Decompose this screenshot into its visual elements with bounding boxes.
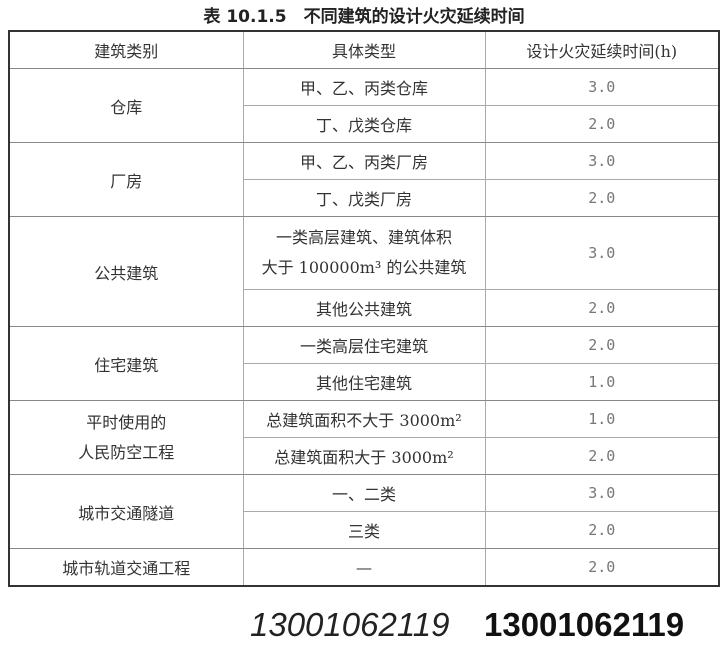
- duration-cell: 2.0: [484, 289, 720, 327]
- category-cell: 平时使用的 人民防空工程: [8, 400, 244, 475]
- table-row: 其他公共建筑 2.0: [9, 289, 720, 327]
- duration-cell: 2.0: [484, 511, 720, 549]
- type-cell: 丁、戊类仓库: [242, 105, 486, 143]
- duration-cell: 3.0: [484, 216, 720, 290]
- type-cell: 一、二类: [242, 474, 486, 512]
- type-cell: —: [242, 548, 486, 587]
- watermark-number: 13001062119: [484, 606, 685, 643]
- table-header-row: 建筑类别 具体类型 设计火灾延续时间(h): [8, 30, 720, 69]
- fire-duration-table: 建筑类别 具体类型 设计火灾延续时间(h) 仓库 甲、乙、丙类仓库 3.0 丁、…: [8, 30, 720, 587]
- header-type: 具体类型: [242, 30, 486, 69]
- watermark-number: 13001062119: [250, 606, 450, 643]
- type-cell: 甲、乙、丙类仓库: [242, 68, 486, 106]
- table-title: 表 10.1.5 不同建筑的设计火灾延续时间: [203, 7, 525, 27]
- type-cell: 一类高层住宅建筑: [242, 326, 486, 364]
- type-line: 一类高层建筑、建筑体积: [275, 228, 452, 247]
- header-category: 建筑类别: [8, 30, 244, 69]
- duration-cell: 2.0: [484, 437, 720, 475]
- duration-cell: 3.0: [484, 142, 720, 180]
- category-cell: 城市轨道交通工程: [8, 548, 244, 587]
- table-row: 住宅建筑 一类高层住宅建筑 2.0: [8, 326, 720, 401]
- table-row: 总建筑面积大于 3000m² 2.0: [9, 437, 720, 475]
- table-row: 平时使用的 人民防空工程 总建筑面积不大于 3000m² 1.0: [8, 400, 720, 475]
- table-row: 仓库 甲、乙、丙类仓库 3.0: [8, 68, 720, 143]
- type-cell: 其他住宅建筑: [242, 363, 486, 401]
- duration-cell: 2.0: [484, 105, 720, 143]
- duration-cell: 2.0: [484, 548, 720, 587]
- category-cell: 城市交通隧道: [8, 474, 244, 549]
- type-cell: 一类高层建筑、建筑体积 大于 100000m³ 的公共建筑: [242, 216, 486, 290]
- category-line: 人民防空工程: [78, 442, 175, 462]
- category-cell: 公共建筑: [8, 216, 244, 327]
- category-cell: 住宅建筑: [8, 326, 244, 401]
- duration-cell: 1.0: [484, 363, 720, 401]
- header-duration: 设计火灾延续时间(h): [484, 30, 720, 69]
- table-row: 公共建筑 一类高层建筑、建筑体积 大于 100000m³ 的公共建筑 3.0: [8, 216, 720, 327]
- type-cell: 其他公共建筑: [242, 289, 486, 327]
- category-cell: 厂房: [8, 142, 244, 217]
- table-row: 城市轨道交通工程 — 2.0: [8, 548, 720, 587]
- table-row: 丁、戊类厂房 2.0: [9, 179, 720, 217]
- type-cell: 丁、戊类厂房: [242, 179, 486, 217]
- type-cell: 总建筑面积不大于 3000m²: [242, 400, 486, 438]
- type-cell: 三类: [242, 511, 486, 549]
- table-row: 丁、戊类仓库 2.0: [9, 105, 720, 143]
- type-cell: 甲、乙、丙类厂房: [242, 142, 486, 180]
- duration-cell: 2.0: [484, 326, 720, 364]
- duration-cell: 3.0: [484, 474, 720, 512]
- duration-cell: 2.0: [484, 179, 720, 217]
- table-row: 城市交通隧道 一、二类 3.0: [8, 474, 720, 549]
- duration-cell: 1.0: [484, 400, 720, 438]
- table-row: 厂房 甲、乙、丙类厂房 3.0: [8, 142, 720, 217]
- category-line: 平时使用的: [86, 412, 167, 432]
- type-cell: 总建筑面积大于 3000m²: [242, 437, 486, 475]
- category-cell: 仓库: [8, 68, 244, 143]
- duration-cell: 3.0: [484, 68, 720, 106]
- type-line: 大于 100000m³ 的公共建筑: [261, 258, 467, 277]
- table-row: 其他住宅建筑 1.0: [9, 363, 720, 401]
- table-row: 三类 2.0: [9, 511, 720, 549]
